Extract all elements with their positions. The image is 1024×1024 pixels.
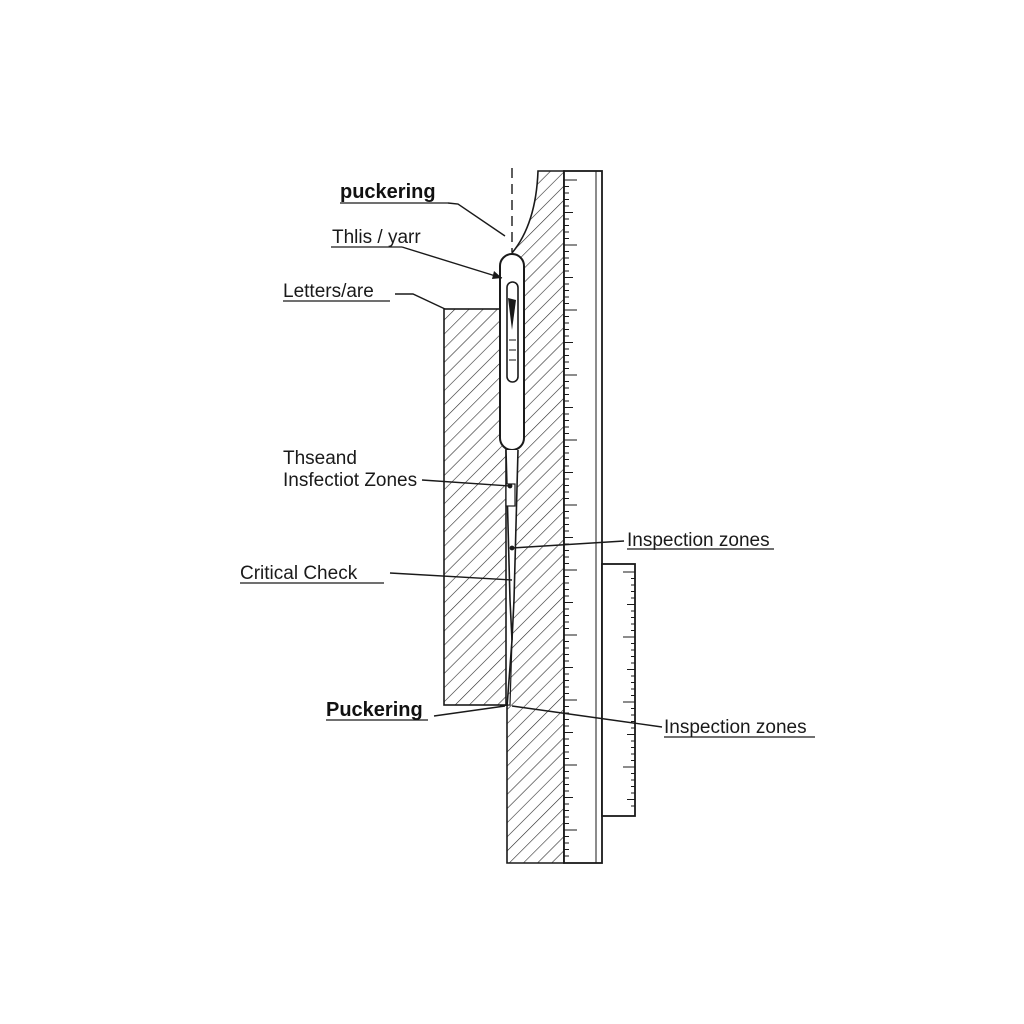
leader-lines: [389, 202, 663, 728]
leader-inspection-1: [511, 540, 625, 549]
label-puckering-bottom: Puckering: [326, 699, 423, 721]
secondary-ruler: [601, 563, 636, 817]
label-thread-line1: Thseand: [283, 448, 357, 469]
main-ruler: [563, 170, 603, 864]
label-underlines: [240, 202, 815, 738]
label-puckering-top: puckering: [340, 181, 436, 203]
leader-inspection-2: [511, 705, 663, 728]
leader-letters-are: [395, 293, 446, 310]
left-fabric-panel: [443, 308, 507, 706]
label-critical-check: Critical Check: [240, 563, 358, 584]
leader-puckering-top: [447, 202, 506, 237]
secondary-ruler-ticks: [623, 571, 635, 807]
main-ruler-ticks: [564, 179, 577, 857]
label-letters-are: Letters/are: [283, 281, 374, 302]
label-thread-yarn: Thlis / yarr: [332, 227, 421, 248]
leader-puckering-bottom: [433, 705, 506, 717]
label-thread-line2: Insfectiot Zones: [283, 470, 417, 491]
leader-thread-inspection: [421, 479, 511, 487]
leader-thread-yarn: [401, 246, 503, 279]
label-inspection-zones-2: Inspection zones: [664, 717, 807, 738]
label-inspection-zones-1: Inspection zones: [627, 530, 770, 551]
sewing-needle-icon: [499, 253, 525, 641]
leader-critical-check: [389, 572, 513, 581]
